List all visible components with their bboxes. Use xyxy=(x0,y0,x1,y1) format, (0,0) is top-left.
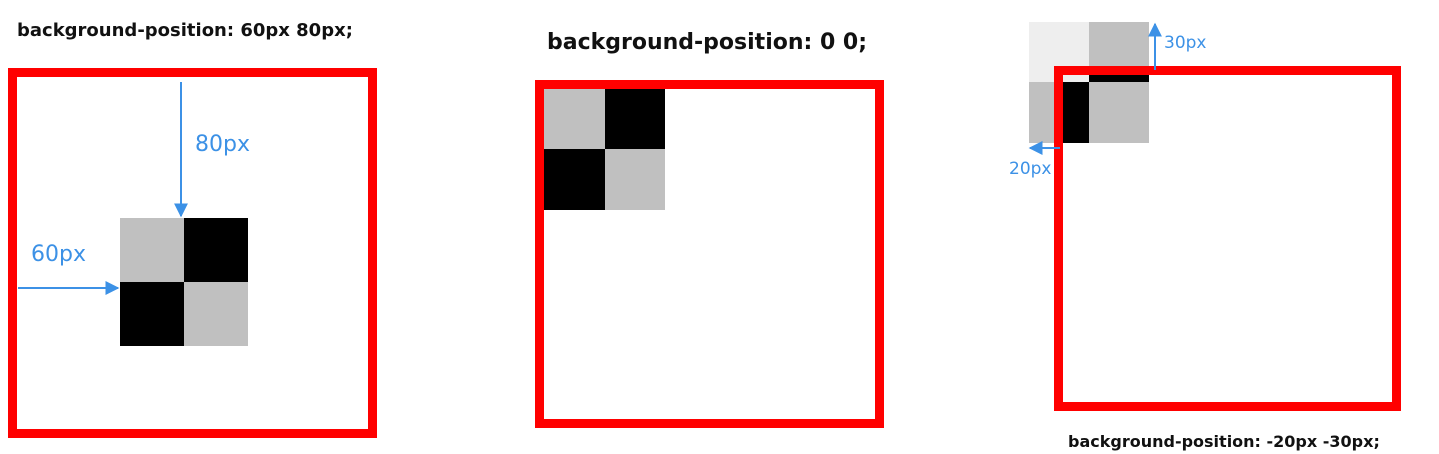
panel-1-frame xyxy=(8,68,377,438)
checker-tile xyxy=(544,149,605,210)
checker-tile xyxy=(1089,82,1149,143)
panel-2-frame xyxy=(535,80,884,428)
offset-x-label: 60px xyxy=(31,242,86,267)
checker-tile xyxy=(120,218,184,282)
checker-tile xyxy=(605,89,665,149)
panel-1-label: background-position: 60px 80px; xyxy=(17,20,353,41)
checker-tile xyxy=(544,89,605,149)
checker-tile xyxy=(120,282,184,346)
checker-tile xyxy=(184,218,248,282)
checker-tile xyxy=(1063,82,1089,143)
panel-3-frame xyxy=(1054,66,1401,411)
offset-x-label: 20px xyxy=(1009,159,1052,179)
checker-tile xyxy=(605,149,665,210)
offset-y-label: 80px xyxy=(195,132,250,157)
checker-tile xyxy=(184,282,248,346)
panel-2-label: background-position: 0 0; xyxy=(547,30,868,55)
offset-y-label: 30px xyxy=(1164,33,1207,53)
panel-3-label: background-position: -20px -30px; xyxy=(1068,432,1380,451)
